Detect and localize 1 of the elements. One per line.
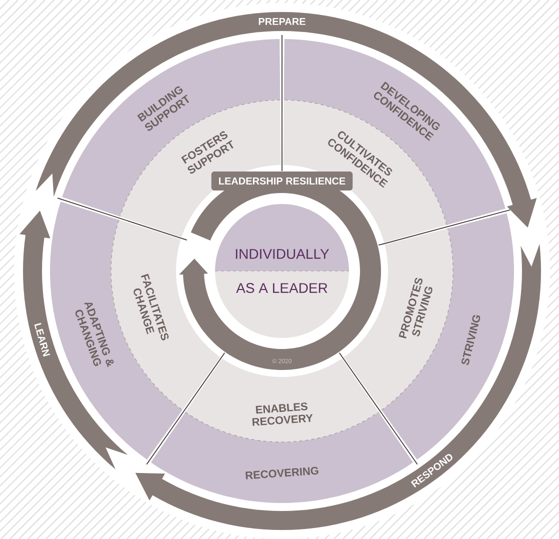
node-label: AS A LEADER	[236, 283, 328, 293]
